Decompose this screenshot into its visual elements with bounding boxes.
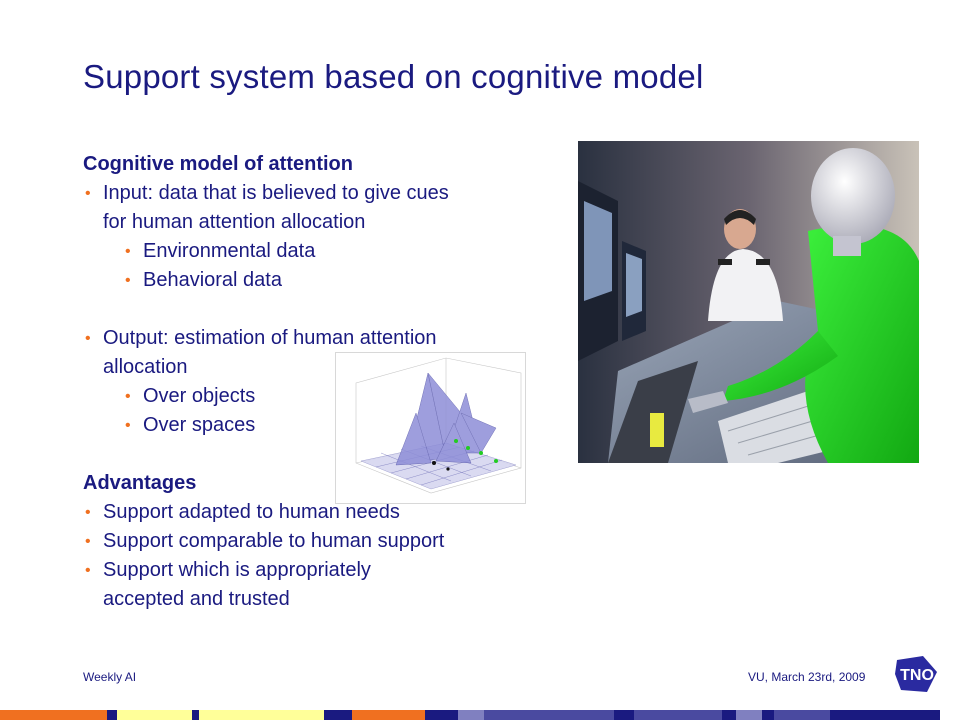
bullet-output-line1: Output: estimation of human attention xyxy=(103,327,437,349)
bullet-adv-comparable: Support comparable to human support xyxy=(83,527,533,556)
bullet-adv-needs: Support adapted to human needs xyxy=(83,498,533,527)
bullet-input-line1: Input: data that is believed to give cue… xyxy=(103,182,449,204)
footer-color-stripe xyxy=(0,710,960,720)
control-room-photo xyxy=(578,141,919,463)
tno-logo: TNO xyxy=(893,652,941,696)
bullet-adv-trusted-line1: Support which is appropriately xyxy=(103,559,371,581)
bullet-input: Input: data that is believed to give cue… xyxy=(83,179,533,237)
sub-bullet-objects: Over objects xyxy=(83,382,533,411)
bullet-adv-trusted-line2: accepted and trusted xyxy=(103,588,290,610)
footer-date: VU, March 23rd, 2009 xyxy=(748,670,866,684)
bullet-input-line2: for human attention allocation xyxy=(103,211,366,233)
slide-body: Cognitive model of attention Input: data… xyxy=(83,150,533,614)
tno-logo-text: TNO xyxy=(900,667,934,684)
section-heading-advantages: Advantages xyxy=(83,472,197,494)
attention-surface-plot xyxy=(335,352,526,504)
slide-title: Support system based on cognitive model xyxy=(83,58,704,95)
footer-left: Weekly AI xyxy=(83,670,137,684)
bullet-adv-trusted: Support which is appropriately accepted … xyxy=(83,556,533,614)
sub-bullet-environmental: Environmental data xyxy=(83,237,533,266)
section-heading-cognitive-model: Cognitive model of attention xyxy=(83,153,353,175)
sub-bullet-behavioral: Behavioral data xyxy=(83,266,533,295)
bullet-output: Output: estimation of human attention al… xyxy=(83,324,533,382)
bullet-output-line2: allocation xyxy=(103,356,188,378)
sub-bullet-spaces: Over spaces xyxy=(83,411,533,440)
